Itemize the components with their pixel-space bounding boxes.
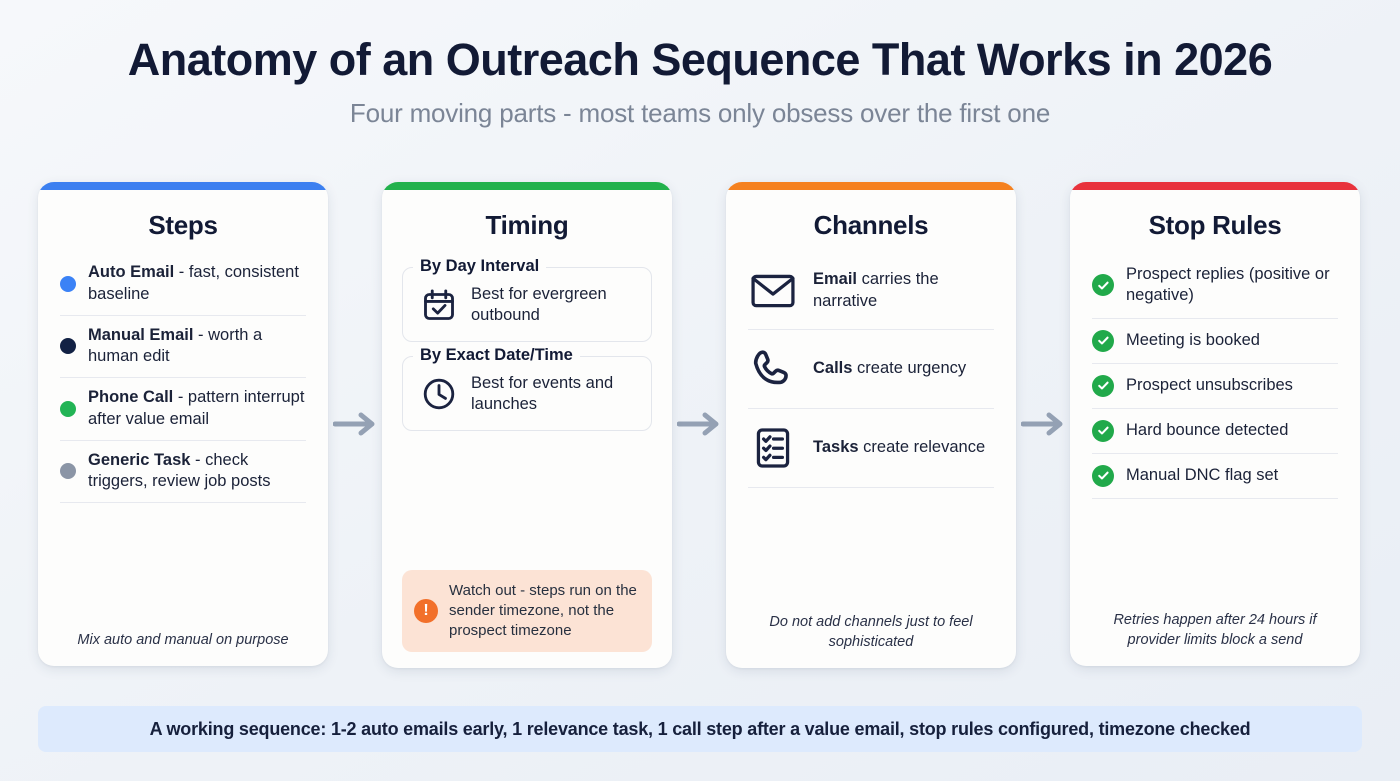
list-item[interactable]: Auto Email - fast, consistent baseline bbox=[58, 253, 308, 315]
arrow-right-icon bbox=[1021, 412, 1063, 436]
list-item-label: Email carries the narrative bbox=[813, 270, 939, 310]
list-item-label: Meeting is booked bbox=[1126, 331, 1260, 350]
list-item-label: Manual Email - worth a human edit bbox=[88, 325, 263, 366]
list-item[interactable]: Prospect replies (positive or negative) bbox=[1090, 253, 1340, 318]
list-item[interactable]: Phone Call - pattern interrupt after val… bbox=[58, 378, 308, 440]
list-item[interactable]: Generic Task - check triggers, review jo… bbox=[58, 441, 308, 503]
divider bbox=[60, 314, 306, 316]
list-item[interactable]: Hard bounce detected bbox=[1090, 409, 1340, 453]
list-item[interactable]: Email carries the narrative bbox=[746, 253, 996, 329]
group-legend: By Exact Date/Time bbox=[413, 345, 580, 365]
check-circle-icon bbox=[1092, 464, 1114, 487]
header: Anatomy of an Outreach Sequence That Wor… bbox=[0, 0, 1400, 129]
card-stop-rules-note: Retries happen after 24 hours if provide… bbox=[1113, 612, 1317, 648]
page-title: Anatomy of an Outreach Sequence That Wor… bbox=[127, 34, 1273, 85]
list-item[interactable]: Manual DNC flag set bbox=[1090, 454, 1340, 498]
page-subtitle: Four moving parts - most teams only obse… bbox=[349, 97, 1051, 128]
card-steps-accent-bar bbox=[38, 182, 328, 190]
divider bbox=[1092, 317, 1338, 319]
list-item[interactable]: Tasks create relevance bbox=[746, 409, 996, 487]
list-item-label: Phone Call - pattern interrupt after val… bbox=[88, 388, 305, 428]
list-item-label: Prospect unsubscribes bbox=[1126, 376, 1293, 395]
check-circle-icon bbox=[1092, 329, 1114, 352]
list-item[interactable]: Prospect unsubscribes bbox=[1090, 364, 1340, 408]
card-channels-title: Channels bbox=[813, 210, 929, 240]
card-steps: Steps Auto Email - fast, consistent base… bbox=[38, 182, 328, 666]
status-dot-generic-task bbox=[60, 463, 76, 480]
divider bbox=[60, 502, 306, 504]
group-by-day-interval[interactable]: By Day Interval Best for evergreen o bbox=[402, 257, 652, 342]
card-timing: Timing By Day Interval bbox=[382, 182, 672, 668]
status-dot-phone-call bbox=[60, 400, 76, 417]
status-dot-auto-email bbox=[60, 275, 76, 292]
list-item[interactable]: Calls create urgency bbox=[746, 330, 996, 408]
list-item[interactable]: Manual Email - worth a human edit bbox=[58, 316, 308, 378]
check-circle-icon bbox=[1092, 419, 1114, 442]
arrow-channels-to-stop-rules bbox=[1016, 182, 1070, 666]
list-item-label: Prospect replies (positive or negative) bbox=[1126, 265, 1330, 305]
exclamation-icon: ! bbox=[414, 599, 438, 624]
cards-row: Steps Auto Email - fast, consistent base… bbox=[38, 182, 1362, 670]
divider bbox=[60, 439, 306, 441]
group-by-exact-date-time[interactable]: By Exact Date/Time Best for events and l… bbox=[402, 345, 652, 431]
card-stop-rules-accent-bar bbox=[1070, 182, 1360, 190]
arrow-timing-to-channels bbox=[672, 182, 726, 666]
timing-warning-text: Watch out - steps run on the sender time… bbox=[449, 582, 637, 640]
list-item-label: Auto Email - fast, consistent baseline bbox=[88, 263, 299, 303]
tasks-checklist-icon bbox=[750, 425, 796, 471]
card-steps-title: Steps bbox=[148, 210, 218, 240]
timing-warning-box: ! Watch out - steps run on the sender ti… bbox=[402, 570, 652, 652]
divider bbox=[1092, 452, 1338, 454]
divider bbox=[60, 377, 306, 379]
divider bbox=[1092, 407, 1338, 409]
group-text: Best for events and launches bbox=[471, 373, 614, 414]
list-item[interactable]: Meeting is booked bbox=[1090, 319, 1340, 363]
status-dot-manual-email bbox=[60, 338, 76, 355]
divider bbox=[748, 407, 994, 409]
card-channels-note: Do not add channels just to feel sophist… bbox=[769, 614, 973, 650]
divider bbox=[1092, 497, 1338, 499]
card-stop-rules-title: Stop Rules bbox=[1148, 210, 1282, 240]
envelope-icon bbox=[750, 271, 796, 311]
list-item-label: Calls create urgency bbox=[813, 358, 967, 377]
list-item-label: Tasks create relevance bbox=[813, 437, 986, 456]
arrow-steps-to-timing bbox=[328, 182, 382, 666]
divider bbox=[748, 328, 994, 330]
card-channels: Channels Email carries the narrative bbox=[726, 182, 1016, 668]
divider bbox=[748, 486, 994, 488]
group-text: Best for evergreen outbound bbox=[471, 285, 607, 325]
card-channels-accent-bar bbox=[726, 182, 1016, 190]
summary-banner-text: A working sequence: 1-2 auto emails earl… bbox=[149, 718, 1251, 739]
arrow-right-icon bbox=[677, 412, 719, 436]
list-item-label: Generic Task - check triggers, review jo… bbox=[88, 450, 271, 491]
card-timing-title: Timing bbox=[485, 210, 569, 240]
check-circle-icon bbox=[1092, 374, 1114, 397]
list-item-label: Manual DNC flag set bbox=[1126, 466, 1279, 485]
card-steps-note: Mix auto and manual on purpose bbox=[77, 631, 289, 648]
group-legend: By Day Interval bbox=[413, 257, 547, 276]
summary-banner: A working sequence: 1-2 auto emails earl… bbox=[38, 706, 1362, 752]
check-circle-icon bbox=[1092, 274, 1114, 297]
card-timing-accent-bar bbox=[382, 182, 672, 190]
calendar-check-icon bbox=[421, 287, 457, 323]
card-stop-rules: Stop Rules Prospect replies (positive or… bbox=[1070, 182, 1360, 666]
list-item-label: Hard bounce detected bbox=[1126, 421, 1289, 440]
arrow-right-icon bbox=[333, 412, 375, 436]
phone-icon bbox=[750, 346, 796, 392]
clock-icon bbox=[421, 376, 457, 412]
divider bbox=[1092, 362, 1338, 364]
